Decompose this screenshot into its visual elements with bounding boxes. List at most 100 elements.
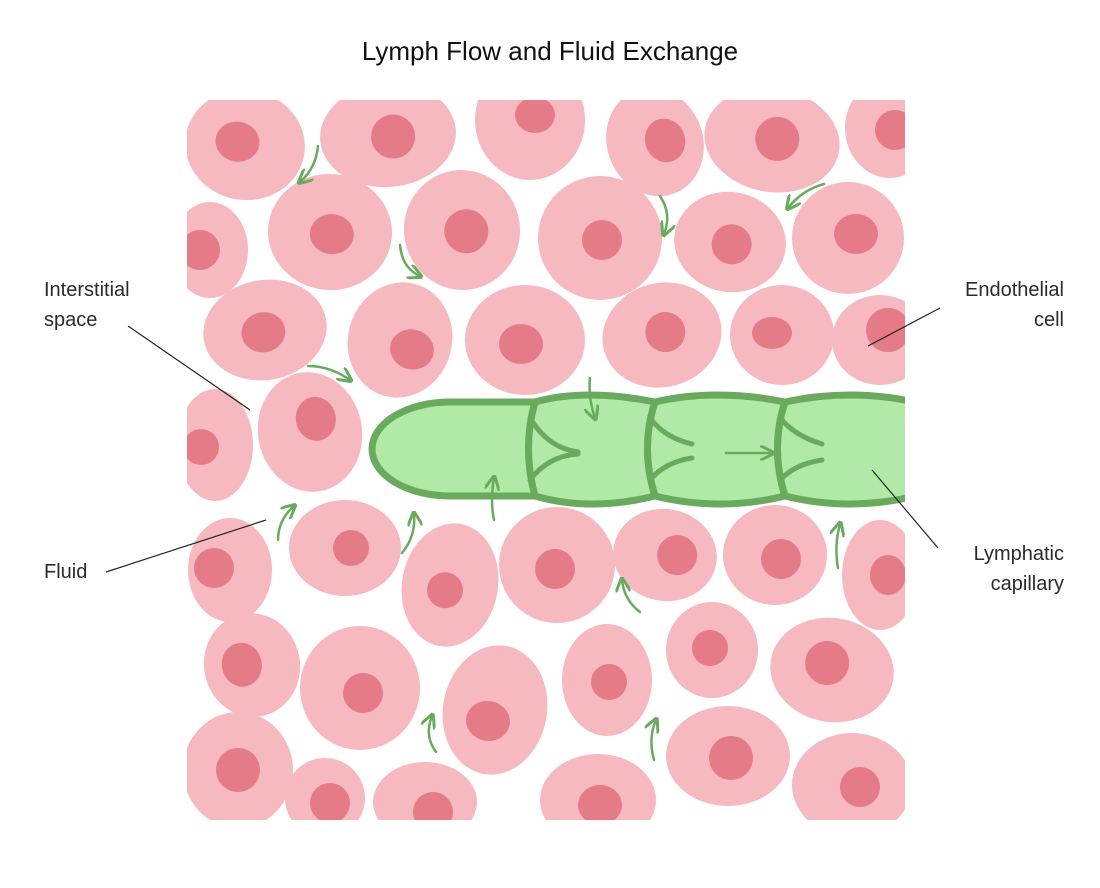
leader-line-fluid <box>105 519 267 573</box>
cell-nucleus <box>187 429 219 465</box>
cell-nucleus <box>711 224 752 265</box>
endothelial-cell <box>187 389 253 501</box>
fluid-arrow <box>658 194 667 234</box>
endothelial-cell <box>187 202 248 298</box>
endothelial-cell <box>268 173 392 291</box>
leader-lines <box>105 307 941 573</box>
tissue-region <box>187 100 905 820</box>
fluid-arrow <box>492 478 494 522</box>
endothelial-cell <box>540 754 656 820</box>
cell-nucleus <box>187 230 220 270</box>
endothelial-cell <box>666 602 758 698</box>
endothelial-cell <box>465 285 585 395</box>
leader-line-interstitial <box>127 325 251 411</box>
cell-nucleus <box>692 630 728 666</box>
cell-nucleus <box>444 209 489 254</box>
fluid-arrows <box>276 144 840 762</box>
endothelial-cell <box>401 523 499 647</box>
capillary-segment <box>774 391 905 508</box>
cell-nucleus <box>221 642 262 687</box>
endothelial-cell <box>203 279 327 381</box>
endothelial-cell <box>674 191 786 293</box>
label-line: space <box>44 309 98 331</box>
leader-line-endothelial <box>867 307 941 347</box>
fluid-arrow <box>276 506 294 542</box>
cell-nucleus <box>582 220 622 260</box>
cell-body <box>187 389 253 501</box>
fluid-arrow <box>651 720 656 762</box>
cell-nucleus <box>870 555 905 595</box>
endothelial-cell <box>792 182 904 294</box>
fluid-arrow <box>429 716 438 754</box>
leader-line-lymphatic <box>871 469 939 549</box>
cell-nucleus <box>310 783 350 820</box>
endothelial-cell <box>300 626 420 750</box>
fluid-arrow <box>590 376 595 418</box>
endothelial-cell <box>842 520 905 630</box>
label-fluid: Fluid <box>44 557 87 587</box>
lymphatic-capillary <box>368 391 905 508</box>
valve-flap <box>647 455 695 483</box>
cell-nucleus <box>755 116 800 161</box>
fluid-arrow <box>622 580 642 614</box>
endothelial-cell <box>373 762 477 820</box>
cell-nucleus <box>333 530 369 566</box>
cell-nucleus <box>499 324 543 364</box>
cell-nucleus <box>644 118 686 163</box>
endothelial-cell <box>499 507 615 623</box>
endothelial-cell <box>845 100 905 178</box>
cell-nucleus <box>709 736 753 780</box>
endothelial-cell <box>188 518 272 622</box>
endothelial-cell <box>257 372 363 492</box>
label-line: cell <box>1033 309 1064 331</box>
fluid-arrow <box>306 364 350 380</box>
capillary-segment <box>368 398 539 500</box>
label-line: Interstitial <box>44 279 130 301</box>
endothelial-cell <box>187 712 293 820</box>
cell-nucleus <box>591 664 627 700</box>
endothelial-cell <box>475 100 585 180</box>
endothelial-cell <box>562 624 652 736</box>
cell-nucleus <box>215 121 260 162</box>
label-line: capillary <box>990 573 1064 595</box>
cell-nucleus <box>343 673 383 713</box>
valve-flap <box>777 415 825 447</box>
fluid-arrow <box>400 514 414 555</box>
endothelial-cell <box>730 285 834 385</box>
cell-nucleus <box>752 317 792 349</box>
endothelial-cell <box>187 100 305 201</box>
label-line: Fluid <box>44 561 88 583</box>
endothelial-cells <box>187 100 905 820</box>
cell-nucleus <box>535 549 575 589</box>
endothelial-cell <box>320 100 456 188</box>
fluid-arrow <box>398 243 420 276</box>
cell-nucleus <box>840 767 880 807</box>
endothelial-cell <box>832 295 905 385</box>
cell-nucleus <box>866 308 905 352</box>
cell-nucleus <box>578 785 622 820</box>
label-interstitial-space: Interstitial space <box>44 275 130 335</box>
endothelial-cell <box>792 733 905 820</box>
endothelial-cell <box>704 100 840 193</box>
endothelial-cell <box>347 282 453 398</box>
fluid-arrow <box>788 182 826 208</box>
endothelial-cell <box>203 613 301 717</box>
valve-flap <box>777 457 825 483</box>
cell-nucleus <box>241 312 286 353</box>
cell-nucleus <box>371 114 416 159</box>
cell-nucleus <box>194 548 234 588</box>
cell-nucleus <box>657 535 698 576</box>
cell-nucleus <box>295 396 336 441</box>
endothelial-cell <box>602 282 722 388</box>
endothelial-cell <box>538 176 662 300</box>
fluid-arrow <box>836 524 840 570</box>
cell-nucleus <box>875 110 905 150</box>
label-line: Endothelial <box>965 279 1064 301</box>
endothelial-cell <box>285 758 365 820</box>
diagram-title: Lymph Flow and Fluid Exchange <box>361 36 739 66</box>
label-lymphatic-capillary: Lymphatic capillary <box>974 539 1064 599</box>
cell-nucleus <box>805 641 850 686</box>
cell-nucleus <box>309 214 354 255</box>
endothelial-cell <box>770 617 894 723</box>
